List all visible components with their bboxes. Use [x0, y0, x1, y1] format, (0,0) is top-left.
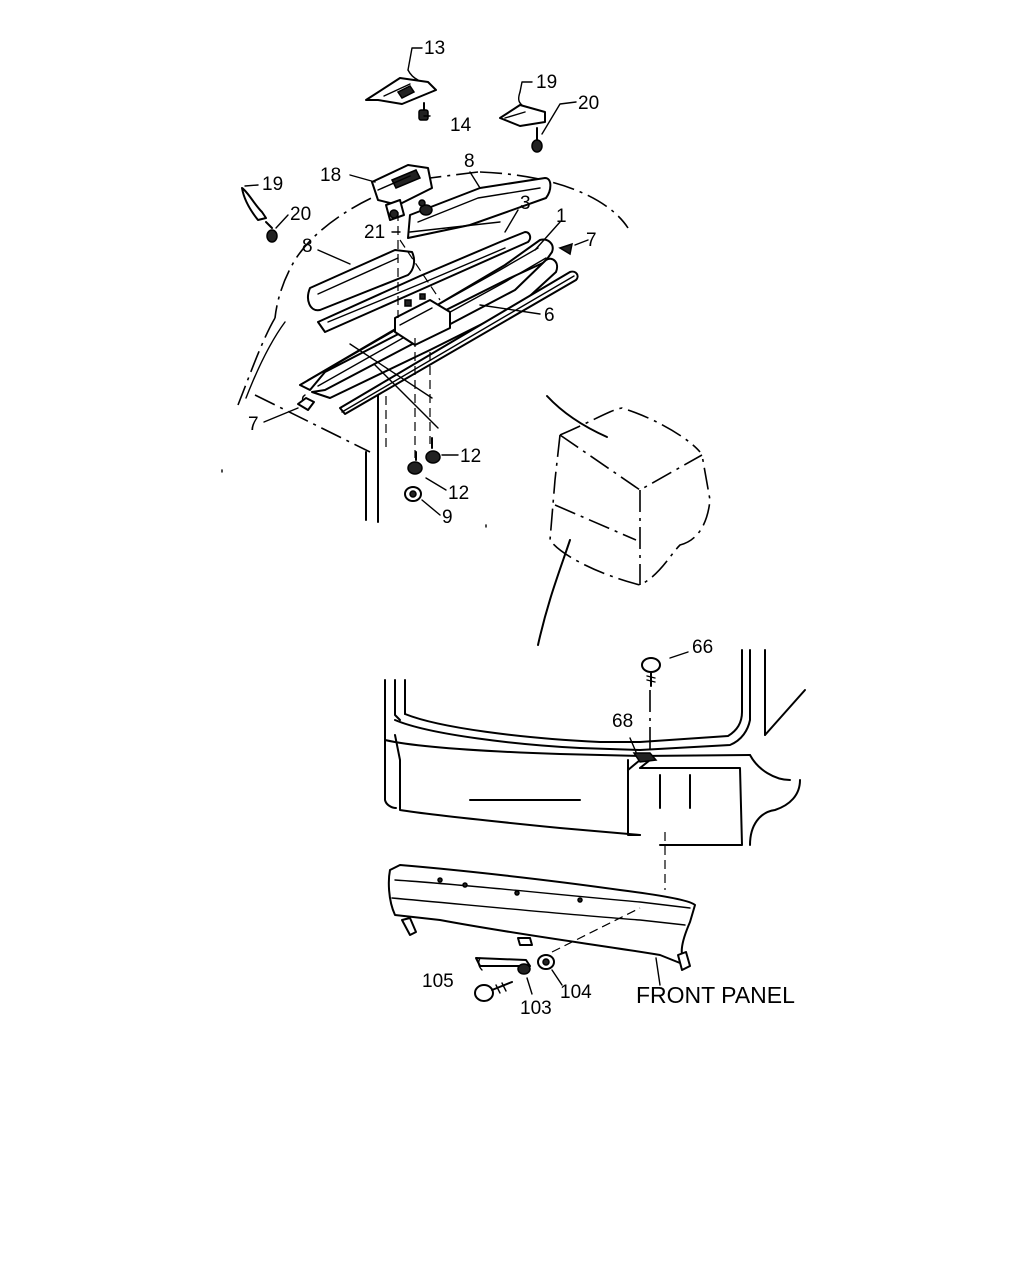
front-cab-outline — [384, 649, 806, 890]
nuts-12-9 — [404, 338, 441, 502]
nut-68 — [629, 737, 658, 763]
bracket-19-left — [241, 187, 278, 243]
nut-104 — [537, 954, 555, 970]
label-8-left: 8 — [302, 236, 313, 257]
lens-8-left — [307, 249, 416, 312]
label-18: 18 — [320, 165, 341, 186]
label-8-right: 8 — [464, 151, 475, 172]
clip-7-right — [558, 242, 573, 256]
label-20-left: 20 — [290, 204, 311, 225]
label-9: 9 — [442, 507, 453, 528]
label-7-left: 7 — [248, 414, 259, 435]
label-13: 13 — [424, 38, 445, 59]
front-panel-part — [387, 864, 696, 971]
bolt-105 — [474, 981, 513, 1002]
label-20-right: 20 — [578, 93, 599, 114]
label-1: 1 — [556, 206, 567, 227]
label-66: 66 — [692, 637, 713, 658]
label-14: 14 — [450, 115, 472, 136]
bracket-13 — [365, 69, 437, 121]
frame-3 — [317, 231, 532, 333]
label-19-right: 19 — [536, 72, 557, 93]
vehicle-thumbnail — [537, 395, 711, 646]
label-leaders — [244, 47, 689, 995]
label-12-upper: 12 — [460, 446, 481, 467]
label-103: 103 — [520, 998, 552, 1019]
label-68: 68 — [612, 711, 633, 732]
clip-7-left — [297, 397, 315, 411]
leader-lines-upper — [349, 212, 501, 429]
label-12-lower: 12 — [448, 483, 469, 504]
label-6: 6 — [544, 305, 555, 326]
lamp-18 — [371, 164, 433, 221]
screw-66 — [641, 657, 661, 687]
label-7-right: 7 — [586, 230, 597, 251]
bracket-103 — [475, 957, 531, 975]
center-housing — [394, 293, 451, 346]
callout-labels: 13 14 19 20 18 8 19 20 21 3 1 7 8 6 7 12… — [248, 38, 795, 1019]
label-104: 104 — [560, 982, 592, 1003]
label-19-left: 19 — [262, 174, 283, 195]
label-21: 21 — [364, 222, 385, 243]
molding-6 — [339, 270, 579, 415]
lens-8-right — [407, 177, 552, 239]
label-3: 3 — [520, 193, 531, 214]
label-105: 105 — [422, 971, 454, 992]
label-front-panel: FRONT PANEL — [636, 982, 795, 1008]
bracket-19-right — [499, 91, 546, 153]
